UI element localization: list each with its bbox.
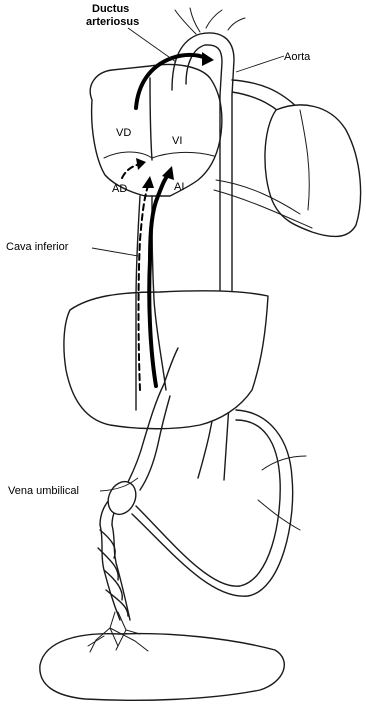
lung — [265, 105, 361, 237]
aorta-label: Aorta — [284, 51, 311, 63]
aorta-leader — [236, 56, 284, 72]
ductus-arteriosus-label-line2: arteriosus — [86, 16, 139, 28]
cava-inferior-leader — [92, 248, 138, 256]
ductus-leader — [128, 28, 176, 62]
ad-label: AD — [112, 183, 127, 195]
head-vessels — [175, 8, 245, 34]
descending-aorta-inner — [224, 95, 232, 480]
iliac-branch — [258, 456, 306, 530]
vi-label: VI — [172, 135, 182, 147]
vd-label: VD — [116, 127, 131, 139]
ductus-arteriosus-label-line1: Ductus — [92, 3, 129, 15]
vena-umbilical-label: Vena umbilical — [8, 485, 79, 497]
cava-inferior-label: Cava inferior — [6, 241, 69, 253]
umbilicus — [103, 477, 141, 519]
placenta — [40, 634, 284, 701]
heart-outline — [90, 65, 222, 197]
ai-label: AI — [174, 181, 184, 193]
